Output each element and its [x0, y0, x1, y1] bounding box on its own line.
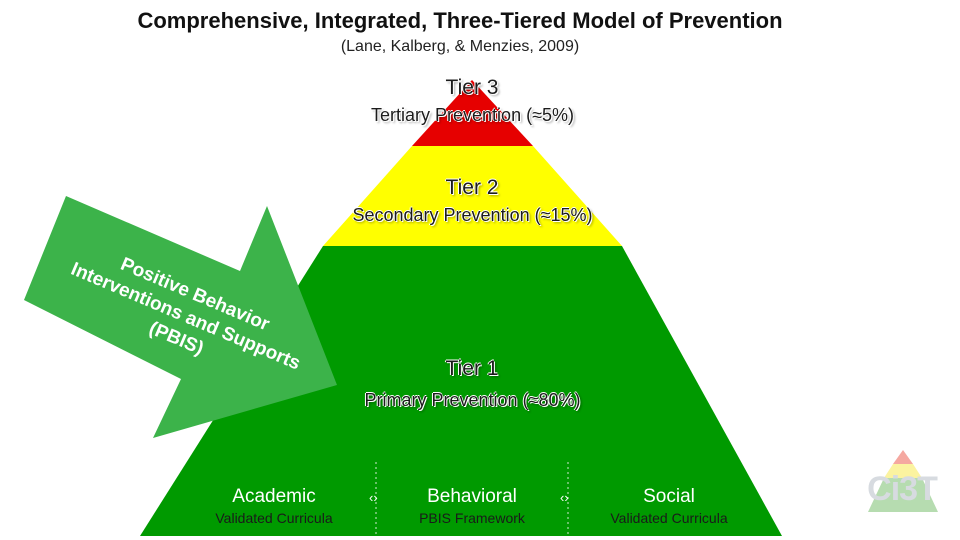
domain-social: Social	[643, 486, 695, 507]
left-right-arrow-icon: ‹›	[560, 490, 569, 505]
tier-2-description: Secondary Prevention (≈15%)	[352, 205, 593, 225]
domain-academic: Academic	[232, 486, 316, 507]
pbis-arrow	[24, 196, 337, 438]
domain-behavioral: Behavioral	[427, 486, 517, 507]
tier-2-band	[323, 146, 622, 246]
tier-3-name: Tier 3	[445, 76, 499, 99]
domain-academic-detail: Validated Curricula	[215, 510, 333, 526]
domain-behavioral-detail: PBIS Framework	[419, 510, 525, 526]
tiered-triangle-logo-icon	[868, 450, 938, 512]
diagram-citation: (Lane, Kalberg, & Menzies, 2009)	[340, 38, 580, 55]
left-right-arrow-icon: ‹›	[369, 490, 378, 505]
domain-social-detail: Validated Curricula	[610, 510, 728, 526]
ci3t-logo-text: Ci3T	[867, 470, 938, 508]
tier-3-description: Tertiary Prevention (≈5%)	[371, 105, 574, 125]
tier-1-name: Tier 1	[445, 357, 499, 380]
tier-1-description: Primary Prevention (≈80%)	[364, 390, 581, 410]
diagram-title: Comprehensive, Integrated, Three-Tiered …	[137, 8, 783, 33]
tier-2-name: Tier 2	[445, 176, 499, 199]
tier-3-band	[412, 80, 533, 146]
